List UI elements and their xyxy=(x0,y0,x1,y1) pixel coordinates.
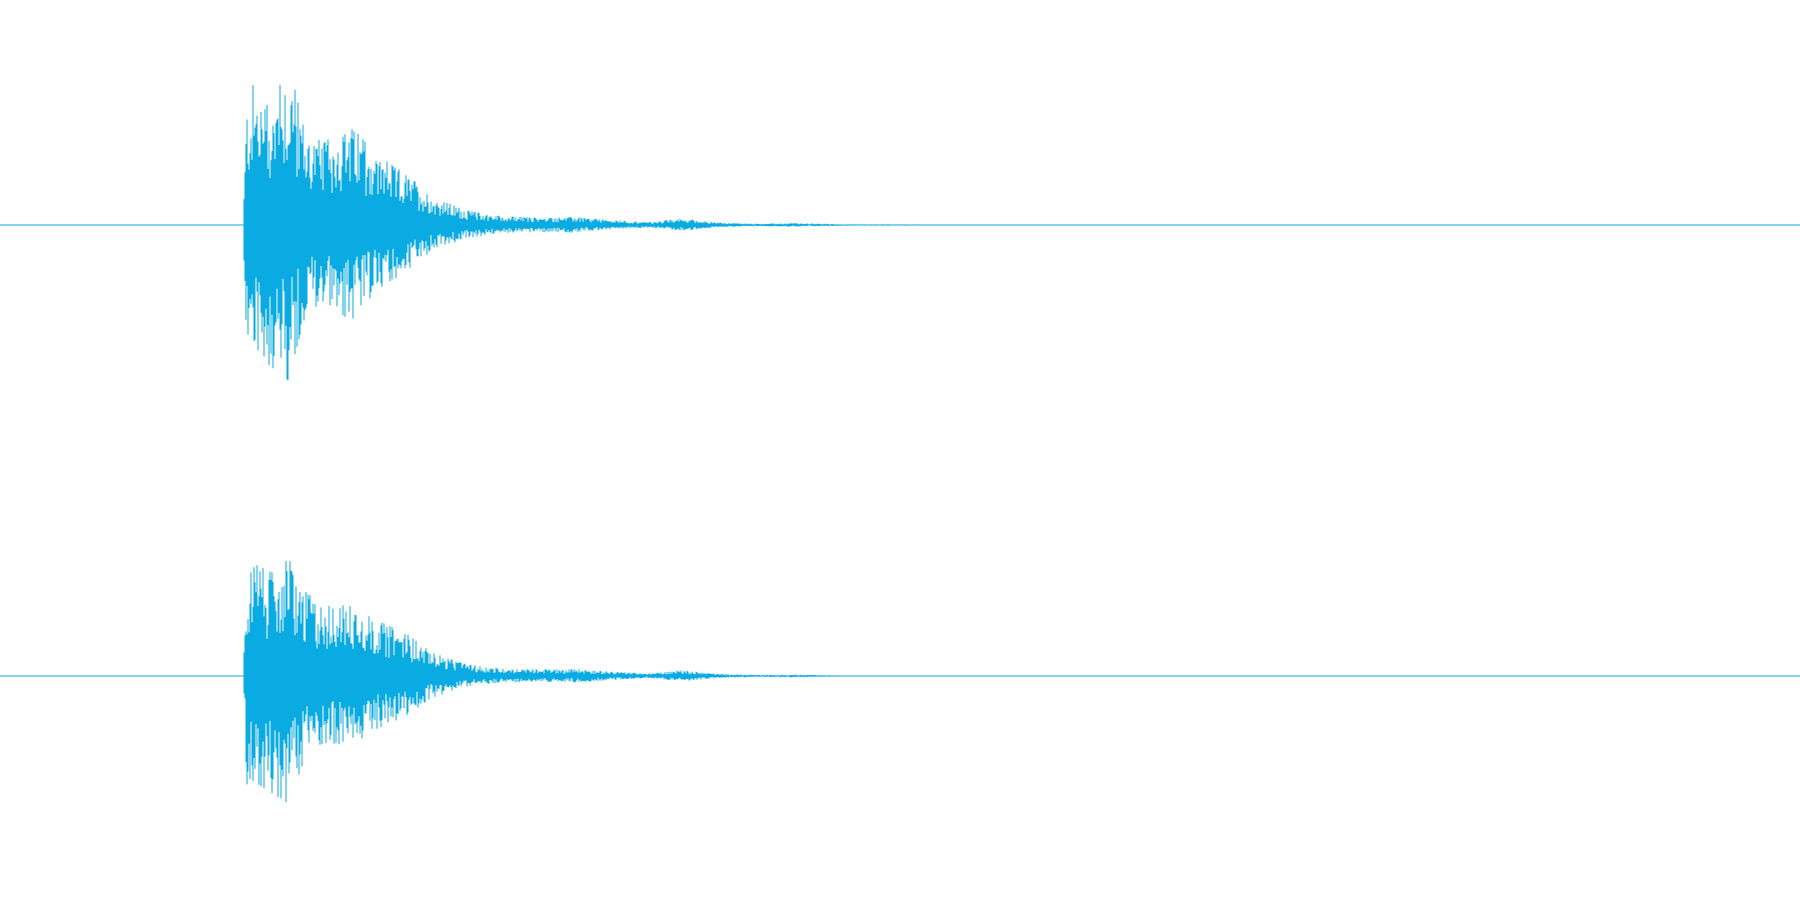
channel-2-wave-path xyxy=(243,561,1040,803)
channel-1-wave-path xyxy=(243,84,1062,381)
channel-2-waveform xyxy=(0,561,1800,803)
channel-1-waveform xyxy=(0,84,1800,381)
